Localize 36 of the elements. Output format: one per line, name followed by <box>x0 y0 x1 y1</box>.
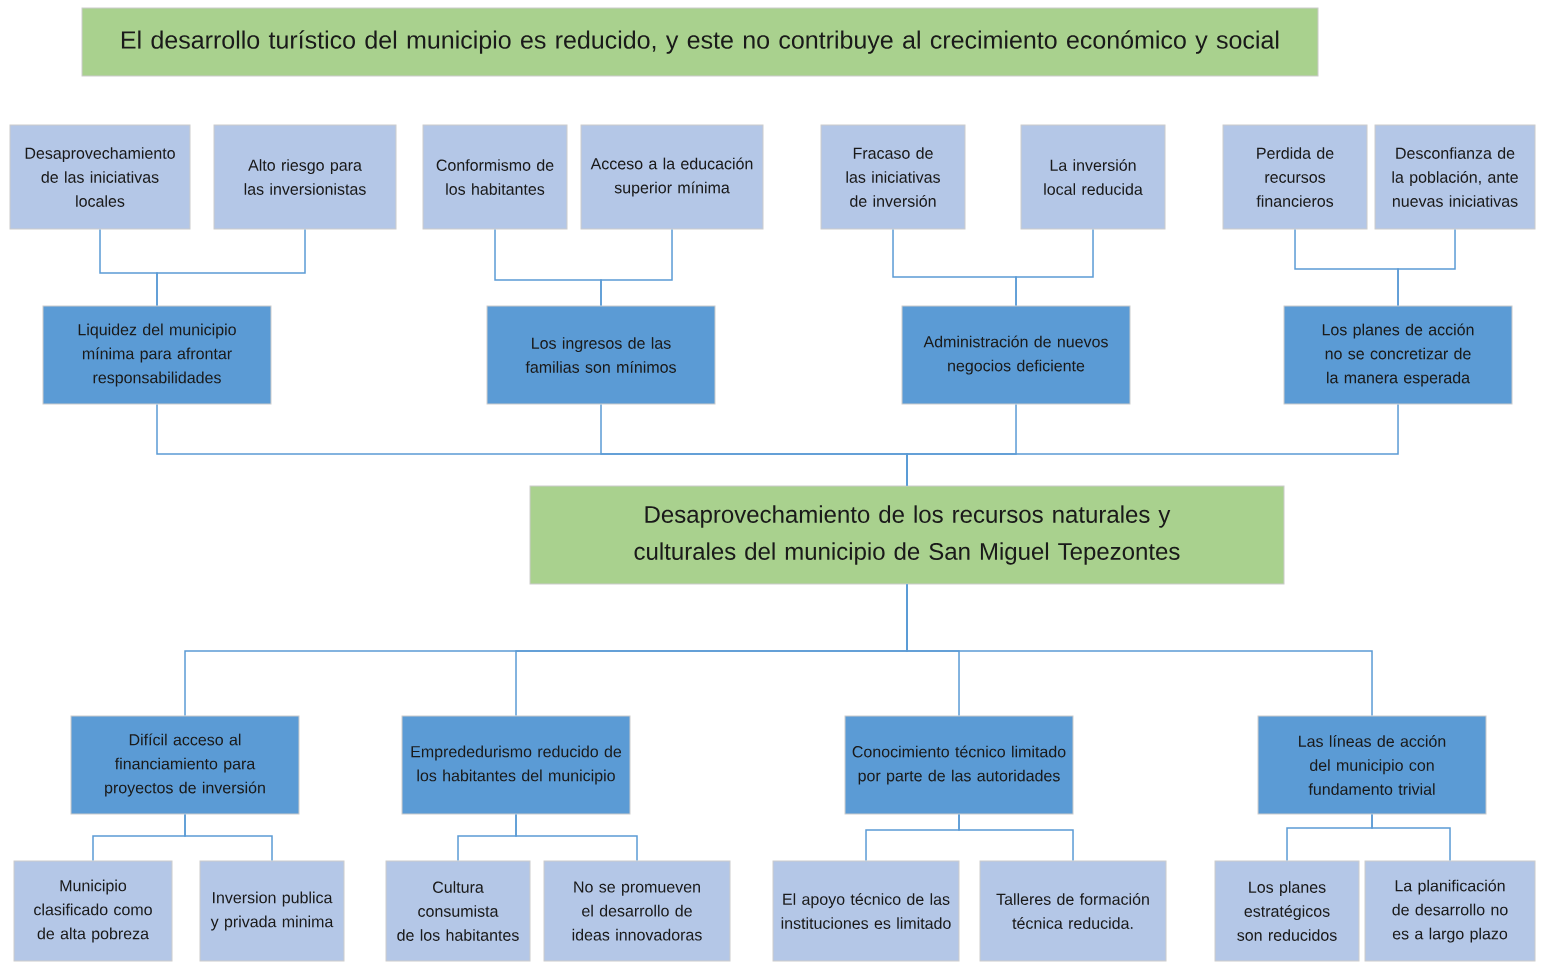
cause-box: Conocimiento técnico limitado por parte de las autoridades <box>844 715 1074 815</box>
cause-box: Perdida de recursos financieros <box>1222 124 1368 230</box>
cause-box: Los planes estratégicos son reducidos <box>1214 860 1360 962</box>
connector-line <box>1371 813 1451 862</box>
cause-box: Inversion publica y privada minima <box>199 860 345 962</box>
connector-line <box>906 583 1373 717</box>
connector-line <box>515 813 638 862</box>
cause-box: Talleres de formación técnica reducida. <box>979 860 1167 962</box>
cause-box: No se promueven el desarrollo de ideas innovadoras <box>543 860 731 962</box>
heading-box: El desarrollo turístico del municipio es reducido, y este no contribuye al crecimiento económico y social <box>81 7 1319 77</box>
cause-box: Administración de nuevos negocios deficiente <box>901 305 1131 405</box>
cause-box: Alto riesgo para las inversionistas <box>213 124 397 230</box>
connector-line <box>600 228 673 307</box>
connector-line <box>1015 228 1094 307</box>
cause-box: Conformismo de los habitantes <box>422 124 568 230</box>
cause-box: Las líneas de acción del municipio con fundamento trivial <box>1257 715 1487 815</box>
cause-box: Desaprovechamiento de las iniciativas locales <box>9 124 191 230</box>
cause-box: Difícil acceso al financiamiento para proyectos de inversión <box>70 715 300 815</box>
cause-box: El apoyo técnico de las instituciones es limitado <box>772 860 960 962</box>
cause-box: Los ingresos de las familias son mínimos <box>486 305 716 405</box>
connector-line <box>906 403 1399 487</box>
cause-box: Acceso a la educación superior mínima <box>580 124 764 230</box>
cause-box: La planificación de desarrollo no es a largo plazo <box>1364 860 1536 962</box>
cause-box: La inversión local reducida <box>1020 124 1166 230</box>
connector-line <box>1397 228 1456 307</box>
connector-line <box>156 228 306 307</box>
connector-line <box>184 813 273 862</box>
problem-box: Desaprovechamiento de los recursos naturales y culturales del municipio de San Miguel Tepezontes <box>529 485 1285 585</box>
cause-box: Desconfianza de la población, ante nuevas iniciativas <box>1374 124 1536 230</box>
cause-box: Emprededurismo reducido de los habitantes del municipio <box>401 715 631 815</box>
cause-box: Los planes de acción no se concretizar de la manera esperada <box>1283 305 1513 405</box>
cause-box: Municipio clasificado como de alta pobreza <box>13 860 173 962</box>
cause-box: Liquidez del municipio mínima para afrontar responsabilidades <box>42 305 272 405</box>
cause-box: Fracaso de las iniciativas de inversión <box>820 124 966 230</box>
connector-line <box>958 813 1074 862</box>
cause-box: Cultura consumista de los habitantes <box>385 860 531 962</box>
